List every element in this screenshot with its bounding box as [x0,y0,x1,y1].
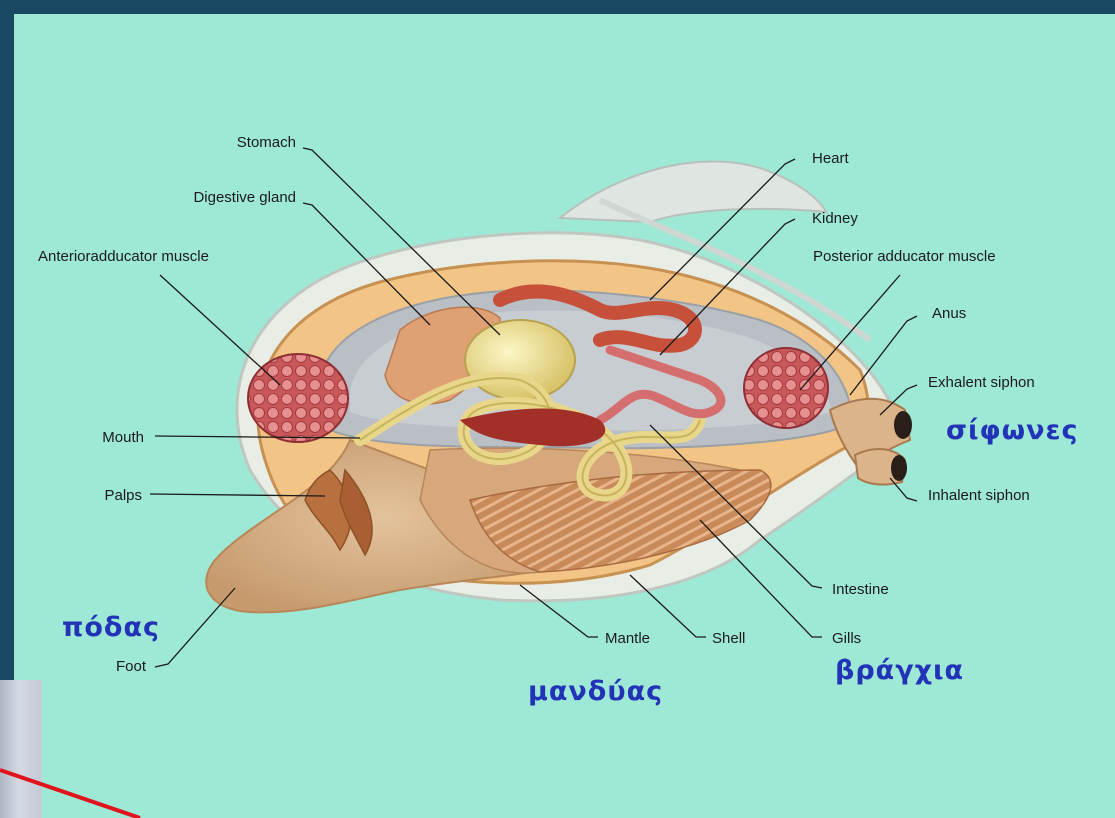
label-anterior-adductor: Anterioradducator muscle [38,248,209,265]
greek-label-siphons: σίφωνες [946,415,1079,446]
label-anus: Anus [932,305,966,322]
posterior-adductor-muscle [744,348,828,428]
label-foot: Foot [116,658,147,675]
label-stomach: Stomach [237,134,296,151]
label-gills: Gills [832,630,861,647]
anterior-adductor-muscle [248,354,348,442]
label-mouth: Mouth [102,429,144,446]
label-palps: Palps [104,487,142,504]
label-exhalent-siphon: Exhalent siphon [928,374,1035,391]
stomach-shape [465,320,575,400]
partial-image-thumbnail [0,680,42,818]
label-heart: Heart [812,150,850,167]
greek-label-mantle: μανδύας [528,676,663,707]
label-shell: Shell [712,630,745,647]
label-kidney: Kidney [812,210,858,227]
label-inhalent-siphon: Inhalent siphon [928,487,1030,504]
label-posterior-adductor: Posterior adducator muscle [813,248,996,265]
greek-label-foot: πόδας [62,612,160,643]
greek-label-gills: βράγχια [835,655,964,686]
label-mantle: Mantle [605,630,650,647]
label-intestine: Intestine [832,581,889,598]
label-digestive-gland: Digestive gland [193,189,296,206]
